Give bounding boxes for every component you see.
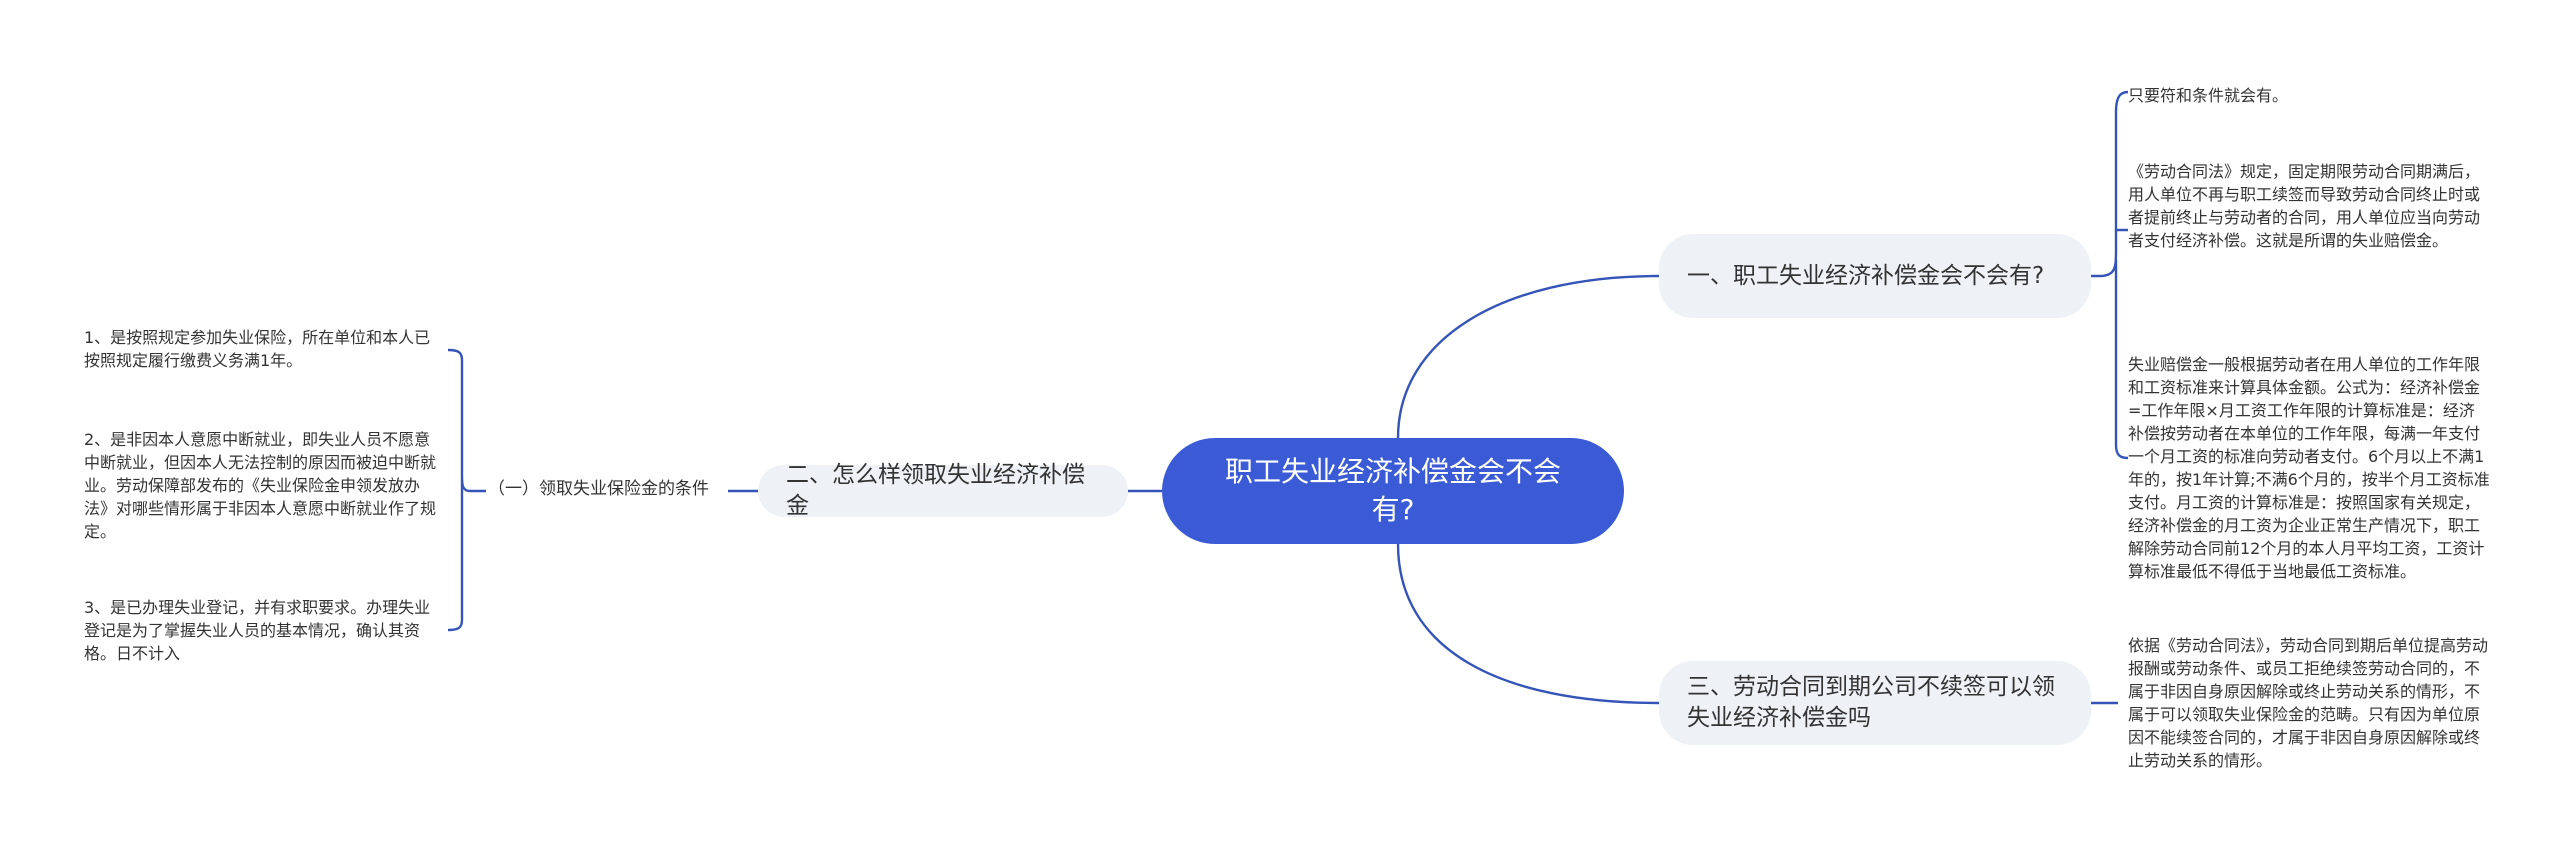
root-topic[interactable]: 职工失业经济补偿金会不会有? xyxy=(1162,438,1624,544)
branch-topic-2[interactable]: 二、怎么样领取失业经济补偿金 xyxy=(758,462,1128,519)
subtopic-conditions-label: （一）领取失业保险金的条件 xyxy=(488,479,709,499)
branch-topic-3[interactable]: 三、劳动合同到期公司不续签可以领失业经济补偿金吗 xyxy=(1659,661,2091,745)
leaf-topic[interactable]: 《劳动合同法》规定，固定期限劳动合同期满后，用人单位不再与职工续签而导致劳动合同… xyxy=(2128,162,2481,250)
connector-branch1-bracket xyxy=(2091,90,2129,460)
leaf-topic[interactable]: 依据《劳动合同法》，劳动合同到期后单位提高劳动报酬或劳动条件、或员工拒绝续签劳动… xyxy=(2128,636,2489,770)
branch-topic-2-label: 二、怎么样领取失业经济补偿金 xyxy=(786,462,1085,519)
leaf-topic[interactable]: 2、是非因本人意愿中断就业，即失业人员不愿意中断就业，但因本人无法控制的原因而被… xyxy=(84,430,437,541)
branch-topic-3-label: 三、劳动合同到期公司不续签可以领失业经济补偿金吗 xyxy=(1687,674,2055,731)
leaf-topic[interactable]: 3、是已办理失业登记，并有求职要求。办理失业登记是为了掌握失业人员的基本情况，确… xyxy=(84,598,431,663)
connector-sub-bracket xyxy=(447,348,486,632)
connector-root-branch3 xyxy=(1396,543,1660,705)
subtopic-conditions[interactable]: （一）领取失业保险金的条件 xyxy=(488,477,709,501)
root-topic-label: 职工失业经济补偿金会不会有? xyxy=(1224,455,1561,526)
leaf-topic[interactable]: 1、是按照规定参加失业保险，所在单位和本人已按照规定履行缴费义务满1年。 xyxy=(84,328,431,370)
leaf-topic[interactable]: 失业赔偿金一般根据劳动者在用人单位的工作年限和工资标准来计算具体金额。公式为：经… xyxy=(2128,355,2490,581)
branch-topic-1[interactable]: 一、职工失业经济补偿金会不会有? xyxy=(1659,234,2091,318)
connector-root-branch1 xyxy=(1396,274,1660,439)
branch-topic-1-label: 一、职工失业经济补偿金会不会有? xyxy=(1687,262,2045,289)
leaf-topic[interactable]: 只要符和条件就会有。 xyxy=(2128,86,2289,105)
